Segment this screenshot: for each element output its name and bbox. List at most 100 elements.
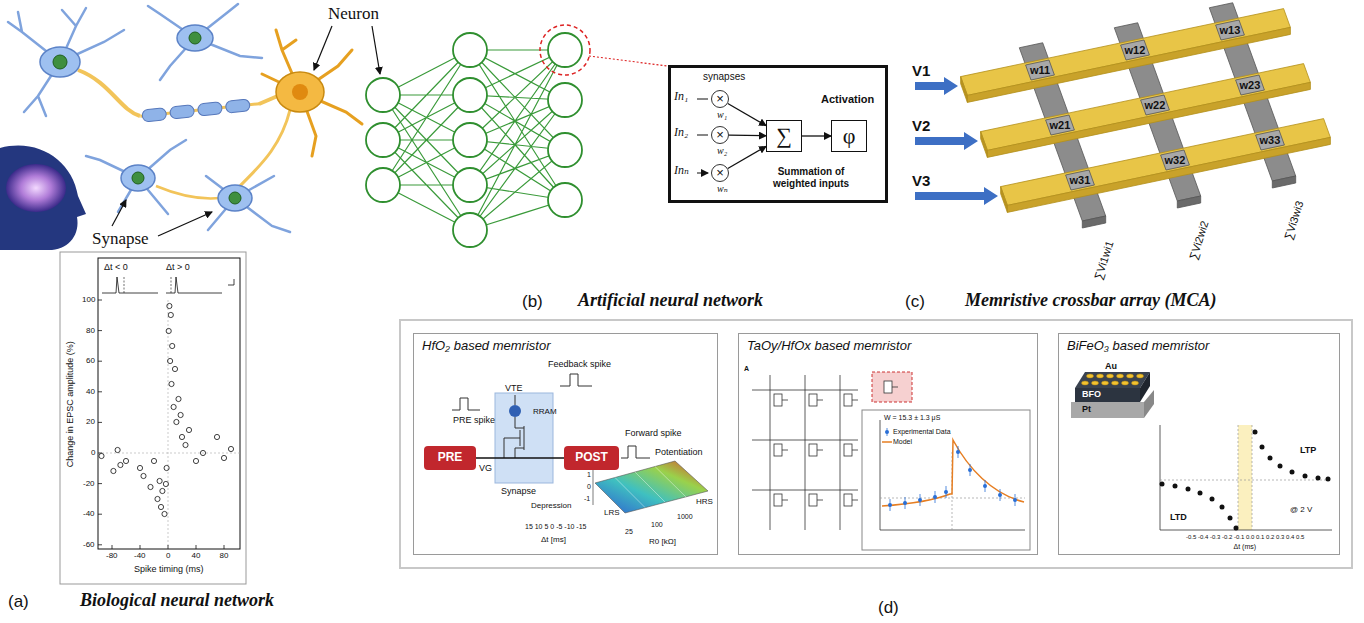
connector-arrow bbox=[802, 135, 831, 136]
axis-tick: 0 bbox=[587, 483, 591, 491]
device-figures bbox=[888, 503, 892, 507]
axis-tick: 15 10 5 0 -5 -10 -15 bbox=[525, 523, 587, 531]
crossbar-array bbox=[1082, 216, 1105, 228]
device-figures bbox=[1132, 381, 1139, 385]
crossbar-array bbox=[961, 77, 968, 103]
weight-label: w33 bbox=[1260, 134, 1281, 147]
stdp-plot bbox=[214, 434, 219, 439]
device-figures bbox=[844, 494, 858, 506]
device-figures bbox=[509, 405, 521, 417]
crossbar-array bbox=[961, 9, 1291, 96]
axis-tick: -40 bbox=[83, 509, 95, 518]
stdp-plot bbox=[186, 427, 191, 432]
panel-caption: Artificial neural network bbox=[578, 290, 763, 311]
device-figures bbox=[1198, 491, 1203, 496]
device-figures bbox=[560, 374, 592, 386]
signal-label: VG bbox=[479, 463, 492, 473]
device-panel: TaOy/HfOx based memristor bbox=[738, 333, 1038, 555]
signal-label: RRAM bbox=[533, 407, 557, 416]
stdp-plot bbox=[174, 419, 179, 424]
axis-tick: 40 bbox=[192, 551, 201, 560]
neuron-illustration bbox=[142, 108, 167, 122]
neuron-illustration bbox=[225, 99, 250, 113]
stdp-plot bbox=[124, 277, 171, 293]
device-figures bbox=[1253, 430, 1258, 435]
device-figures bbox=[1127, 374, 1134, 378]
neuron-illustration bbox=[240, 110, 290, 186]
stdp-plot bbox=[151, 458, 156, 463]
device-figures bbox=[1107, 374, 1114, 378]
node-text: Summation of weighted inputs bbox=[771, 166, 851, 189]
neuron-illustration bbox=[0, 146, 86, 250]
neuron-illustration bbox=[229, 192, 241, 204]
device-figures bbox=[504, 395, 524, 458]
device-figures bbox=[880, 420, 1025, 530]
stdp-plot bbox=[200, 450, 205, 455]
weight-label: w31 bbox=[1070, 174, 1091, 187]
device-figures bbox=[1102, 381, 1109, 385]
device-figures bbox=[956, 450, 960, 454]
axis-tick: -0.5 -0.4 -0.3 -0.2 -0.1 0.0 0.1 0.2 0.3… bbox=[1186, 534, 1304, 541]
leader-arrow bbox=[314, 26, 332, 70]
device-figures bbox=[882, 440, 1024, 506]
crossbar-array bbox=[1236, 75, 1265, 95]
axis-title: Δt [ms] bbox=[541, 535, 566, 544]
device-figures bbox=[1117, 374, 1124, 378]
crossbar-array bbox=[1046, 115, 1075, 135]
stdp-plot bbox=[168, 358, 173, 363]
device-figures bbox=[888, 450, 1017, 507]
connector-arrow bbox=[728, 104, 766, 126]
legend-sample bbox=[882, 438, 892, 446]
device-figures bbox=[1316, 476, 1321, 481]
neural-network bbox=[453, 213, 487, 247]
neural-network bbox=[453, 123, 487, 157]
neural-network bbox=[366, 33, 582, 247]
leader-arrow bbox=[112, 200, 126, 226]
device-figures bbox=[1122, 381, 1129, 385]
device-figures bbox=[400, 320, 1352, 568]
axis-tick: -1 bbox=[584, 495, 590, 503]
device-figures bbox=[1013, 498, 1017, 502]
stdp-plot bbox=[137, 465, 142, 470]
stdp-plot bbox=[178, 412, 183, 417]
stdp-plot bbox=[172, 366, 177, 371]
device-figures bbox=[1228, 516, 1233, 521]
stdp-plot bbox=[170, 343, 175, 348]
crossbar-array bbox=[1007, 137, 1330, 212]
device-figures bbox=[452, 398, 480, 410]
stdp-plot bbox=[166, 328, 171, 333]
stdp-plot bbox=[167, 303, 172, 308]
neuron-illustration bbox=[262, 30, 362, 156]
device-figures bbox=[1160, 430, 1331, 531]
axis-tick: 0 bbox=[166, 551, 170, 560]
device-figures bbox=[1082, 381, 1089, 385]
node-text: Activation bbox=[821, 93, 874, 106]
crossbar-array bbox=[1177, 196, 1200, 208]
device-figures bbox=[809, 494, 823, 506]
device-figures bbox=[1075, 388, 1140, 402]
device-figures bbox=[1144, 390, 1154, 418]
signal-label: Feedback spike bbox=[548, 359, 611, 369]
device-figures bbox=[884, 381, 898, 393]
panel-letter: (b) bbox=[522, 292, 543, 312]
crossbar-array bbox=[967, 27, 1290, 102]
device-figures bbox=[1160, 425, 1332, 530]
neuron-illustration bbox=[6, 164, 66, 212]
neuron-illustration bbox=[53, 55, 67, 69]
stdp-plot bbox=[193, 458, 198, 463]
axis-tick: 1000 bbox=[677, 513, 693, 521]
device-figures bbox=[1186, 487, 1191, 492]
neuron-illustration bbox=[292, 84, 308, 100]
neuron-block: PRE bbox=[424, 446, 476, 470]
device-figures bbox=[1268, 456, 1273, 461]
device-figures bbox=[1303, 474, 1308, 479]
connector-arrow bbox=[728, 146, 766, 168]
device-figures bbox=[903, 501, 907, 505]
stdp-plot bbox=[162, 511, 167, 516]
stdp-plot bbox=[60, 252, 246, 584]
device-figures bbox=[774, 494, 788, 506]
node-text: synapses bbox=[703, 71, 745, 83]
panel-letter: (d) bbox=[878, 598, 899, 618]
device-figures bbox=[968, 468, 972, 472]
